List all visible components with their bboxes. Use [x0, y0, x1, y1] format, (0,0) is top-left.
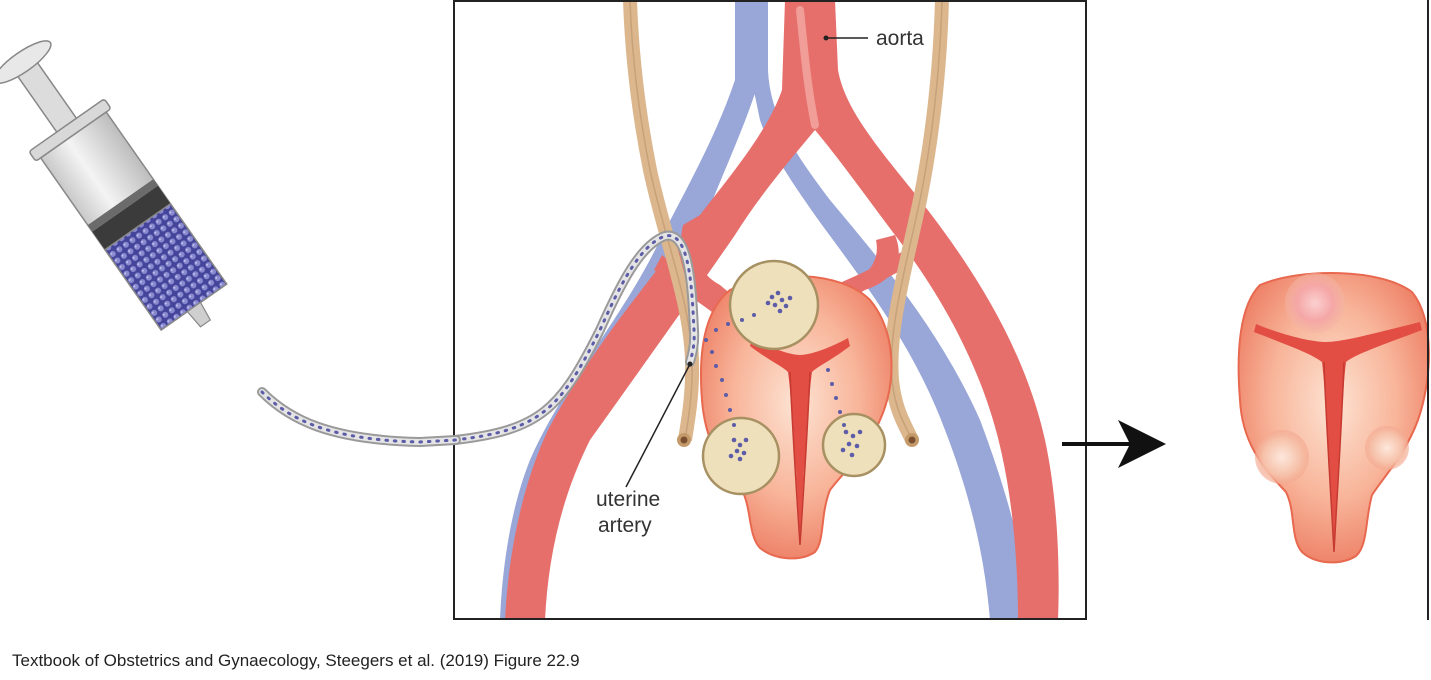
- label-aorta: aorta: [876, 27, 924, 50]
- embolic-particles: [704, 290, 863, 462]
- fibroid-left: [701, 416, 781, 496]
- shrunk-fibroid-top: [1285, 273, 1345, 333]
- catheter-icon: [257, 387, 461, 448]
- figure-caption: Textbook of Obstetrics and Gynaecology, …: [12, 651, 580, 670]
- shrunk-fibroid-left: [1255, 430, 1309, 484]
- embolization-diagram: aorta uterine artery: [0, 0, 1430, 620]
- shrunk-fibroid-right: [1365, 426, 1409, 470]
- right-arrow-icon: [1062, 420, 1166, 468]
- anatomy-panel: aorta uterine artery: [453, 0, 1087, 620]
- label-artery: artery: [598, 514, 652, 537]
- label-uterine: uterine: [596, 488, 660, 511]
- syringe-icon: [0, 40, 228, 331]
- treated-uterus: [1237, 272, 1430, 564]
- panel-frame: [453, 0, 1087, 620]
- fibroids: [701, 259, 887, 496]
- uterine-leader: [625, 363, 691, 488]
- fibroid-right: [821, 412, 887, 478]
- catheter-in-vessel: [454, 230, 700, 445]
